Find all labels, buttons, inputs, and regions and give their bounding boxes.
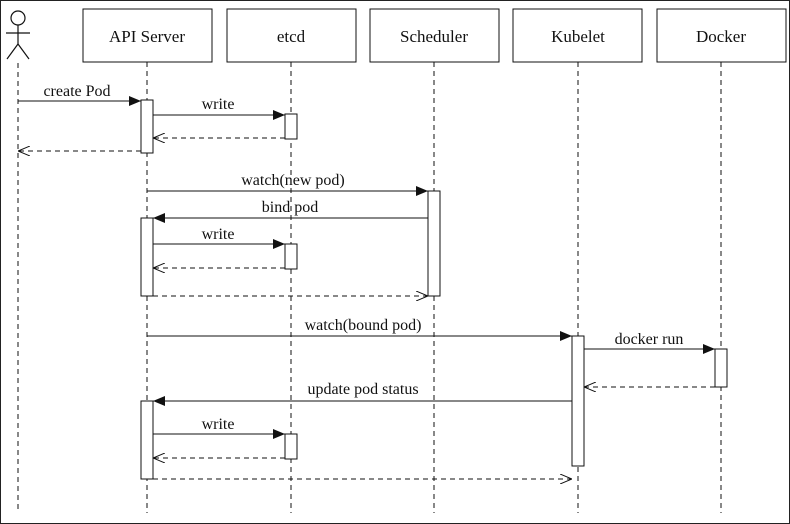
participant-docker: Docker	[656, 8, 787, 63]
message-label: bind pod	[262, 199, 318, 216]
activation-bar	[571, 335, 585, 467]
participant-label: etcd	[277, 27, 306, 46]
message-label: watch(new pod)	[241, 172, 345, 189]
participant-etcd: etcd	[226, 8, 357, 63]
participant-kubelet: Kubelet	[512, 8, 643, 63]
participant-api-server: API Server	[82, 8, 213, 63]
activation-bars	[140, 99, 728, 480]
message-label: write	[202, 226, 235, 243]
participant-label: API Server	[109, 27, 185, 46]
message-label: write	[202, 96, 235, 113]
activation-bar	[427, 190, 441, 297]
participant-label: Kubelet	[551, 27, 605, 46]
activation-bar	[284, 113, 298, 140]
lifelines	[17, 62, 722, 513]
participants: API Server etcd Scheduler Kubelet Docker	[82, 8, 787, 63]
participant-label: Scheduler	[400, 27, 468, 46]
message-label: watch(bound pod)	[305, 317, 422, 334]
message-label: update pod status	[307, 381, 418, 398]
activation-bar	[140, 217, 154, 297]
message-label: create Pod	[43, 83, 110, 100]
activation-bar	[284, 243, 298, 270]
messages: create Pod write watch(new pod) bind pod…	[18, 83, 715, 479]
activation-bar	[140, 99, 154, 154]
actor-icon	[6, 10, 30, 60]
activation-bar	[140, 400, 154, 480]
message-label: docker run	[615, 331, 684, 348]
activation-bar	[714, 348, 728, 388]
message-label: write	[202, 416, 235, 433]
activation-bar	[284, 433, 298, 460]
participant-scheduler: Scheduler	[369, 8, 500, 63]
participant-label: Docker	[696, 27, 746, 46]
